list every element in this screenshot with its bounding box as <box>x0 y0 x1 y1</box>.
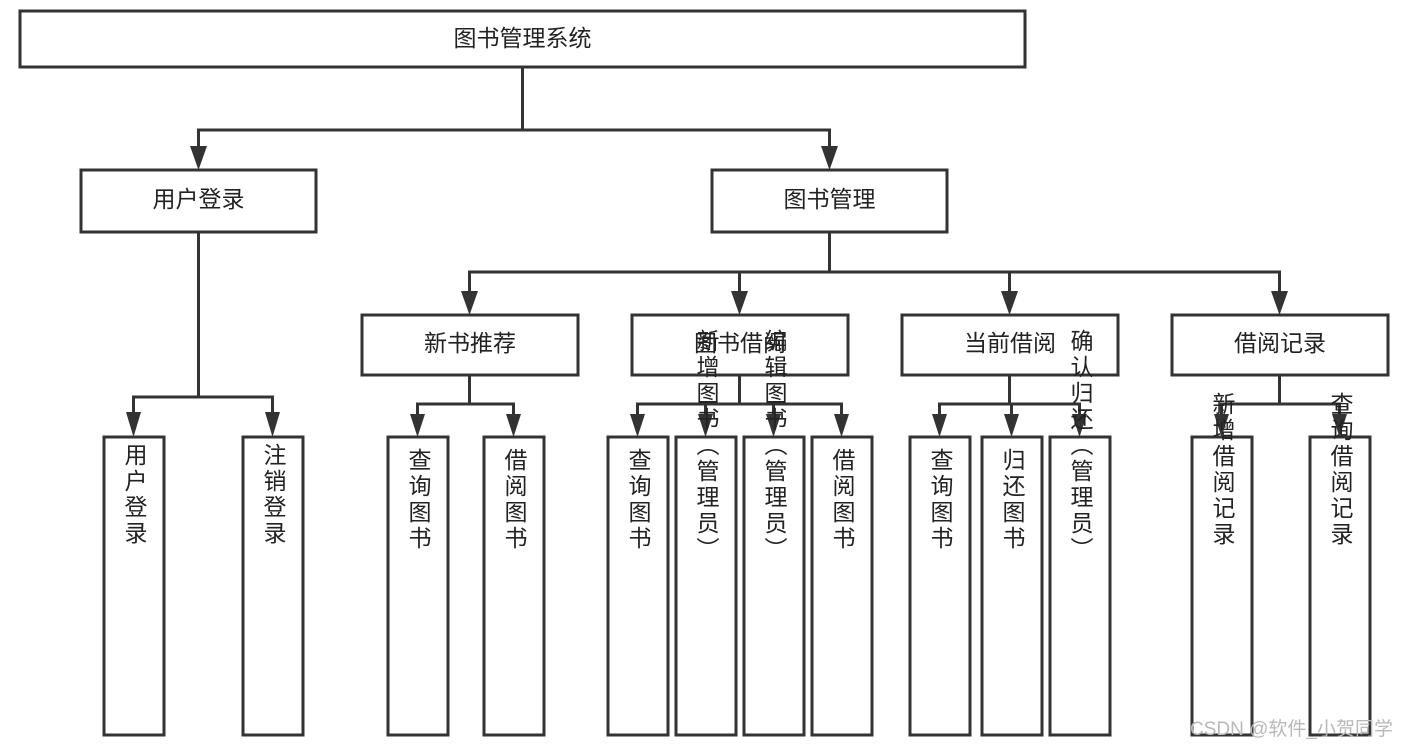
leaf-user-login-label: 用户登录 <box>121 443 148 547</box>
leaf-user-login[interactable]: 用户登录 <box>102 435 166 737</box>
leaf-query-book-1-box[interactable] <box>386 435 450 737</box>
leaf-query-book-3-label: 查询图书 <box>927 448 954 552</box>
leaf-query-book-2-label: 查询图书 <box>625 448 652 552</box>
leaf-add-record[interactable]: 新增借阅记录 <box>1190 392 1254 737</box>
leaf-return-book[interactable]: 归还图书 <box>980 435 1044 737</box>
leaf-borrow-book-1-label: 借阅图书 <box>501 448 528 552</box>
leaf-logout-box[interactable] <box>241 435 305 737</box>
leaf-borrow-book-2-label: 借阅图书 <box>829 448 856 552</box>
node-book-borrow-label: 图书借阅 <box>694 330 786 356</box>
arrowhead-leaf-user-login <box>126 412 141 437</box>
leaf-borrow-book-2[interactable]: 借阅图书 <box>810 435 874 737</box>
node-book-borrow[interactable]: 图书借阅 <box>630 313 850 377</box>
arrowhead-leaf-query-book-2 <box>630 414 645 437</box>
leaf-query-record[interactable]: 查询借阅记录 <box>1308 392 1372 737</box>
leaf-add-book-label: 新增图书（管理员） <box>693 329 720 563</box>
csdn-watermark: CSDN @软件_小贺同学 <box>1190 719 1393 740</box>
node-book-manage-label: 图书管理 <box>784 186 876 212</box>
node-borrow-record-label: 借阅记录 <box>1234 330 1326 356</box>
leaf-borrow-book-2-box[interactable] <box>810 435 874 737</box>
node-user-login-box[interactable] <box>79 168 318 234</box>
leaf-add-book-box[interactable] <box>674 435 738 737</box>
node-new-book-recommend-box[interactable] <box>360 313 580 377</box>
leaf-add-record-label: 新增借阅记录 <box>1209 392 1236 548</box>
leaf-add-book[interactable]: 新增图书（管理员） <box>674 329 738 737</box>
arrowhead-user-login <box>190 146 207 170</box>
leaf-borrow-book-1-box[interactable] <box>482 435 546 737</box>
node-user-login-label: 用户登录 <box>153 186 245 212</box>
node-current-borrow-label: 当前借阅 <box>964 330 1056 356</box>
leaf-query-book-1[interactable]: 查询图书 <box>386 435 450 737</box>
node-new-book-recommend-label: 新书推荐 <box>424 330 516 356</box>
leaf-return-book-box[interactable] <box>980 435 1044 737</box>
leaf-query-record-label: 查询借阅记录 <box>1327 392 1354 548</box>
leaf-query-record-box[interactable] <box>1308 435 1372 737</box>
leaf-confirm-return-label: 确认归还（管理员） <box>1067 329 1094 563</box>
leaf-edit-book-box[interactable] <box>742 435 806 737</box>
arrowhead-leaf-return-book <box>1004 414 1019 437</box>
arrowhead-current-borrow <box>1001 291 1018 315</box>
arrowhead-leaf-borrow-book-2 <box>834 414 849 437</box>
arrowhead-book-manage <box>821 146 838 170</box>
arrowhead-leaf-edit-book <box>766 414 781 437</box>
leaf-logout[interactable]: 注销登录 <box>241 435 305 737</box>
node-root-box[interactable] <box>18 9 1027 69</box>
leaf-query-book-2[interactable]: 查询图书 <box>606 435 670 737</box>
node-root[interactable]: 图书管理系统 <box>18 9 1027 69</box>
node-borrow-record-box[interactable] <box>1170 313 1390 377</box>
leaf-borrow-book-1[interactable]: 借阅图书 <box>482 435 546 737</box>
node-new-book-recommend[interactable]: 新书推荐 <box>360 313 580 377</box>
node-current-borrow[interactable]: 当前借阅 <box>900 313 1120 377</box>
arrowhead-leaf-logout <box>265 412 280 437</box>
leaf-logout-label: 注销登录 <box>260 443 287 547</box>
leaf-query-book-2-box[interactable] <box>606 435 670 737</box>
arrowhead-leaf-query-book-3 <box>932 414 947 437</box>
node-current-borrow-box[interactable] <box>900 313 1120 377</box>
node-book-borrow-box[interactable] <box>630 313 850 377</box>
connector-layer <box>126 65 1347 437</box>
node-book-manage[interactable]: 图书管理 <box>710 168 949 234</box>
arrowhead-book-borrow <box>731 291 748 315</box>
arrowhead-leaf-confirm-return <box>1072 414 1087 437</box>
arrowhead-leaf-add-record <box>1214 414 1229 437</box>
leaf-confirm-return[interactable]: 确认归还（管理员） <box>1048 329 1112 737</box>
leaf-edit-book-label: 编辑图书（管理员） <box>761 329 788 563</box>
arrowhead-leaf-borrow-book-1 <box>506 414 521 437</box>
arrowhead-leaf-query-book-1 <box>410 414 425 437</box>
arrowhead-borrow-record <box>1271 291 1288 315</box>
arrowhead-leaf-query-record <box>1332 414 1347 437</box>
leaf-query-book-3-box[interactable] <box>908 435 972 737</box>
leaf-return-book-label: 归还图书 <box>999 448 1026 552</box>
node-book-manage-box[interactable] <box>710 168 949 234</box>
leaf-user-login-box[interactable] <box>102 435 166 737</box>
node-root-label: 图书管理系统 <box>454 25 592 51</box>
node-borrow-record[interactable]: 借阅记录 <box>1170 313 1390 377</box>
leaf-confirm-return-box[interactable] <box>1048 435 1112 737</box>
leaf-query-book-3[interactable]: 查询图书 <box>908 435 972 737</box>
leaf-edit-book[interactable]: 编辑图书（管理员） <box>742 329 806 737</box>
arrowhead-new-book-recommend <box>461 291 478 315</box>
leaf-query-book-1-label: 查询图书 <box>405 448 432 552</box>
leaf-add-record-box[interactable] <box>1190 435 1254 737</box>
arrowhead-leaf-add-book <box>698 414 713 437</box>
node-user-login[interactable]: 用户登录 <box>79 168 318 234</box>
